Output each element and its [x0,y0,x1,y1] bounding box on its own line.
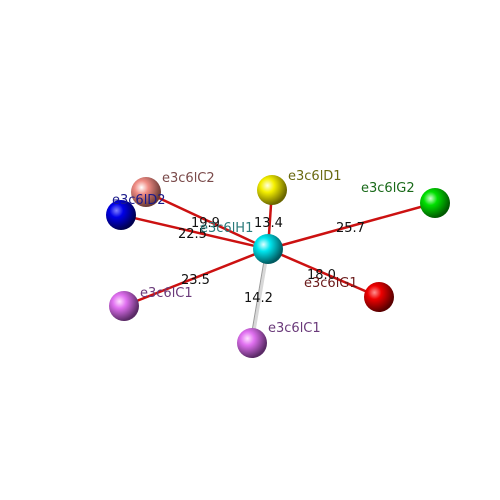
distance-label-ic2: 19.9 [191,216,220,231]
atom-center[interactable] [253,234,283,264]
atom-ig1[interactable] [364,282,394,312]
bond-ic2 [145,190,269,251]
atom-label-ic2: e3c6lC2 [162,171,215,186]
atom-ic1b[interactable] [237,328,267,358]
bond-ig2 [267,201,436,251]
atoms [106,175,450,358]
distance-label-ic1b: 14.2 [244,291,273,306]
atom-label-ic1a: e3c6lC1 [140,286,193,301]
atom-id2[interactable] [106,200,136,230]
atom-ic2[interactable] [131,177,161,207]
atom-label-id1: e3c6lD1 [288,169,342,184]
distance-label-ig1: 18.0 [307,268,336,283]
atom-id1[interactable] [257,175,287,205]
bond-ic1b-shadow [249,248,267,344]
distance-label-id2: 22.5 [178,227,207,242]
atom-ig2[interactable] [420,188,450,218]
atom-label-id2: e3c6lD2 [112,193,166,208]
distance-label-id1: 13.4 [254,216,283,231]
atom-label-center: e3c6lH1 [200,221,253,236]
bond-ig1 [267,247,380,299]
bond-ic1b [250,248,270,344]
atom-label-ic1b: e3c6lC1 [268,321,321,336]
atom-labels: e3c6lC2 e3c6lD2 e3c6lH1 e3c6lD1 e3c6lG2 … [112,169,415,336]
bond-ic1a [123,247,269,308]
distance-label-ic1a: 23.5 [181,273,210,288]
distance-label-ig2: 25.7 [336,221,365,236]
distance-labels: 19.9 22.5 13.4 25.7 18.0 23.5 14.2 [178,216,365,306]
bond-id2 [120,213,269,251]
atom-ic1a[interactable] [109,291,139,321]
atom-label-ig1: e3c6lG1 [304,276,358,291]
atom-label-ig2: e3c6lG2 [361,181,415,196]
